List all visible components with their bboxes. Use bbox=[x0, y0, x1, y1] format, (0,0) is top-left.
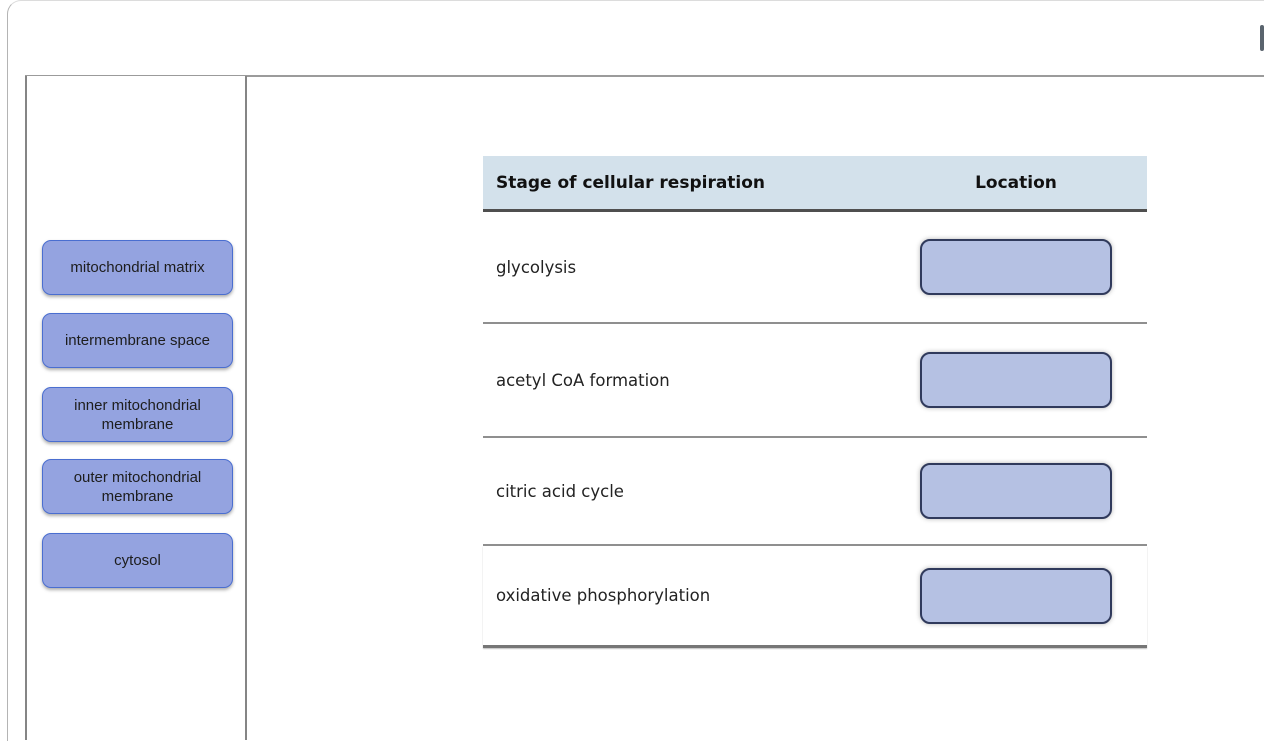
location-drop-slot-acetyl-coa-formation[interactable] bbox=[920, 352, 1112, 408]
location-drop-slot-oxidative-phosphorylation[interactable] bbox=[920, 567, 1112, 624]
table-row-oxidative-phosphorylation: oxidative phosphorylation bbox=[483, 546, 1147, 648]
table-row-citric-acid-cycle: citric acid cycle bbox=[483, 438, 1147, 546]
column-header-stage: Stage of cellular respiration bbox=[496, 172, 766, 193]
page-frame bbox=[7, 0, 1264, 741]
table-header-row: Stage of cellular respiration Location bbox=[483, 156, 1147, 212]
stage-label: acetyl CoA formation bbox=[496, 370, 670, 390]
scrollbar-thumb[interactable] bbox=[1260, 25, 1264, 51]
matching-table: Stage of cellular respiration Location g… bbox=[483, 156, 1147, 648]
token-intermembrane-space[interactable]: intermembrane space bbox=[42, 313, 233, 368]
token-outer-mitochondrial-membrane[interactable]: outer mitochondrial membrane bbox=[42, 459, 233, 514]
stage-label: citric acid cycle bbox=[496, 481, 624, 501]
location-drop-slot-glycolysis[interactable] bbox=[920, 239, 1112, 295]
table-row-glycolysis: glycolysis bbox=[483, 212, 1147, 324]
content-divider bbox=[25, 75, 1264, 77]
token-inner-mitochondrial-membrane[interactable]: inner mitochondrial membrane bbox=[42, 387, 233, 442]
column-header-location: Location bbox=[975, 172, 1057, 193]
token-mitochondrial-matrix[interactable]: mitochondrial matrix bbox=[42, 240, 233, 295]
token-cytosol[interactable]: cytosol bbox=[42, 533, 233, 588]
table-row-acetyl-coa-formation: acetyl CoA formation bbox=[483, 324, 1147, 438]
word-bank-panel: mitochondrial matrix intermembrane space… bbox=[25, 76, 247, 740]
stage-label: glycolysis bbox=[496, 257, 577, 277]
stage-label: oxidative phosphorylation bbox=[496, 586, 711, 605]
location-drop-slot-citric-acid-cycle[interactable] bbox=[920, 463, 1112, 519]
